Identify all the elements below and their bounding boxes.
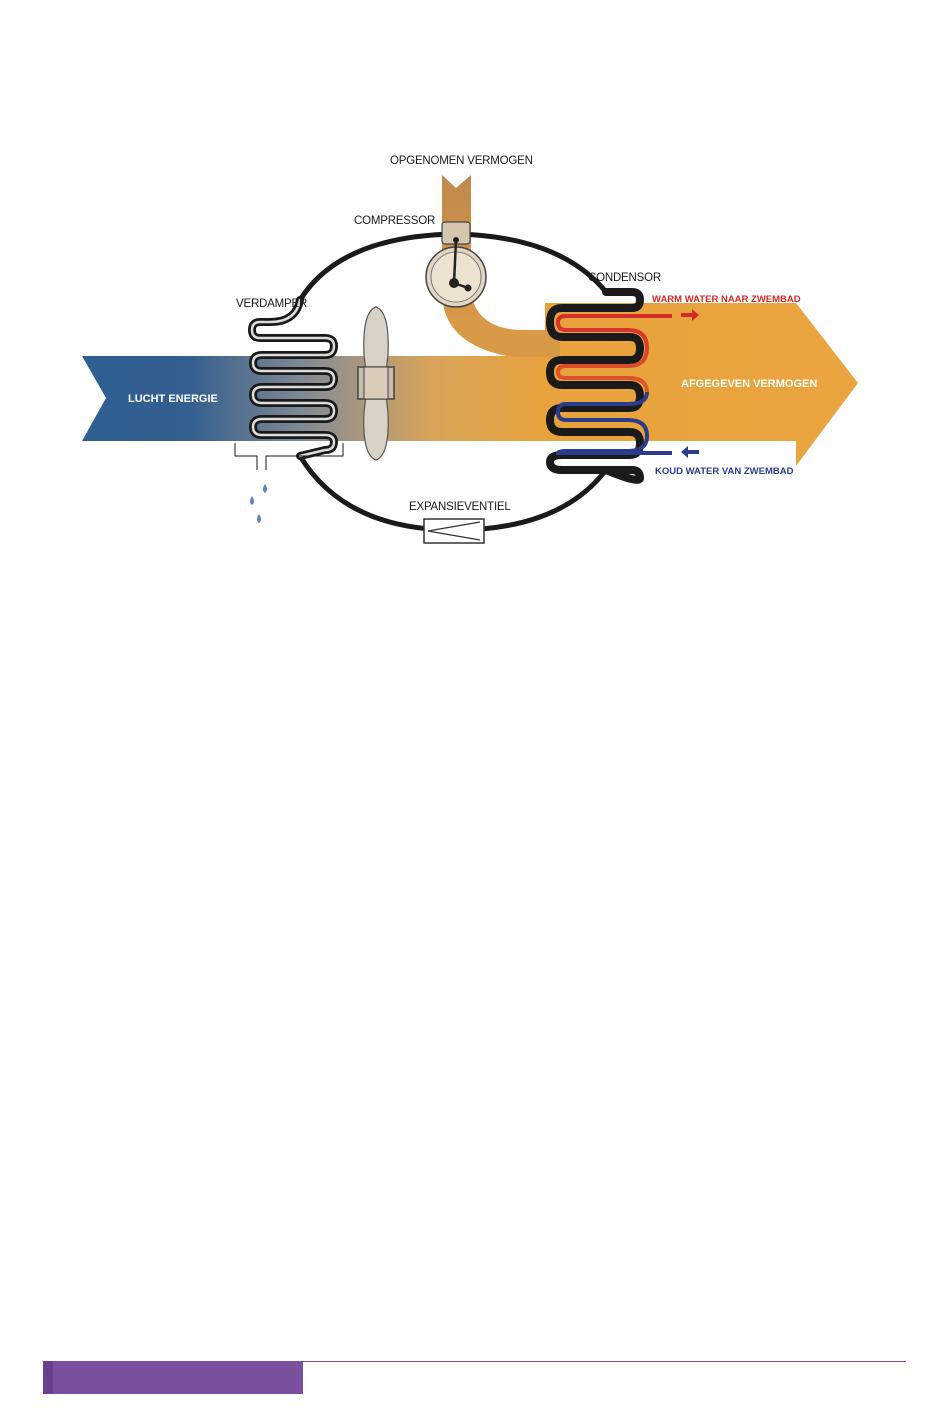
evaporator-label: VERDAMPER [236,298,307,310]
warm-water-label: WARM WATER NAAR ZWEMBAD [652,294,801,305]
expansion-valve-icon [424,519,484,543]
input-power-label: OPGENOMEN VERMOGEN [390,155,533,167]
arrow-left-icon [681,446,699,458]
cold-water-label: KOUD WATER VAN ZWEMBAD [655,466,794,477]
heat-pump-diagram: OPGENOMEN VERMOGEN COMPRESSOR VERDAMPER … [0,0,950,600]
condenser-label: CONDENSOR [588,272,661,284]
water-drop-icon [250,484,267,523]
expansion-valve-label: EXPANSIEVENTIEL [409,501,511,513]
compressor-label: COMPRESSOR [354,215,435,227]
air-energy-label: LUCHT ENERGIE [128,393,218,405]
footer-bar [43,1361,303,1394]
footer-divider [303,1361,906,1362]
footer-accent [43,1361,53,1394]
output-power-label: AFGEGEVEN VERMOGEN [681,378,817,390]
